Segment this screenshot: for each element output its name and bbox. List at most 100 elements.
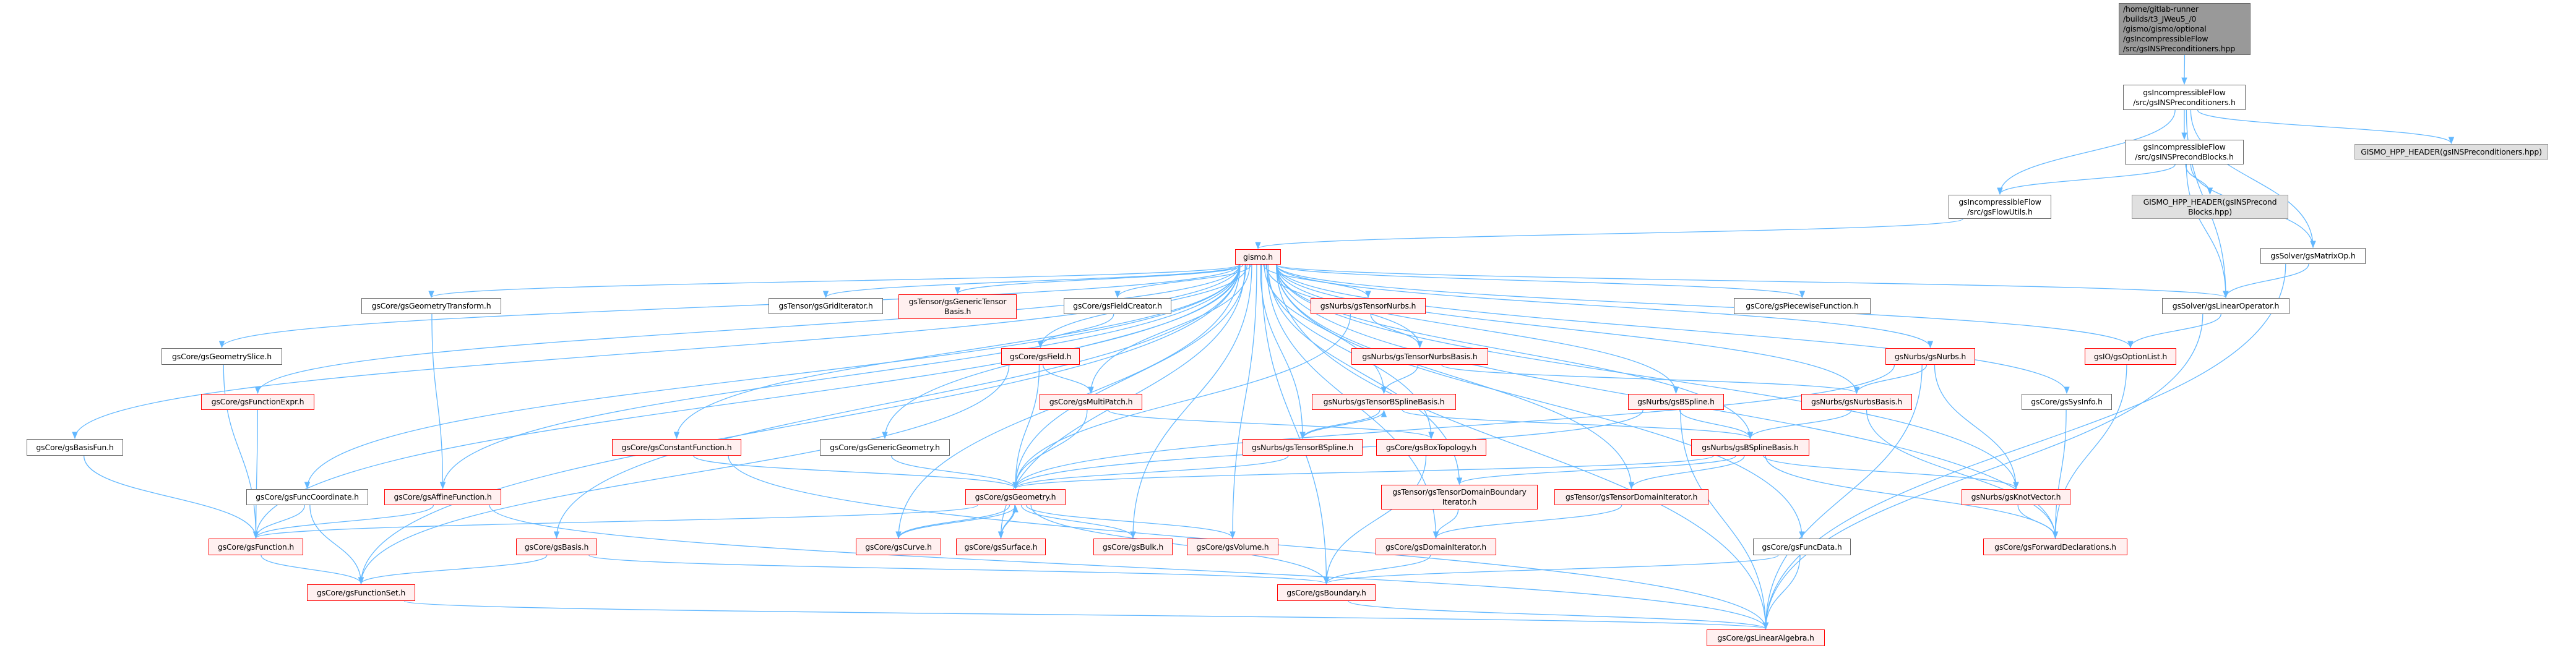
edge-matrixop-to-linop xyxy=(2223,263,2309,299)
node-knotvector[interactable]: gsNurbs/gsKnotVector.h xyxy=(1962,489,2070,505)
edge-gismo-to-tbspline xyxy=(1259,264,1306,440)
edge-geometry-to-curve xyxy=(895,505,1010,539)
node-bsplinebasis[interactable]: gsNurbs/gsBSplineBasis.h xyxy=(1691,439,1809,456)
node-volume[interactable]: gsCore/gsVolume.h xyxy=(1187,539,1278,555)
edge-gismo-to-geomtransform xyxy=(428,264,1241,299)
edge-gismo-to-funcset xyxy=(358,264,1241,585)
node-tdbiter[interactable]: gsTensor/gsTensorDomainBoundary Iterator… xyxy=(1381,485,1538,509)
edge-multipatch-to-geometry xyxy=(1012,409,1088,490)
edge-curve-to-geometry xyxy=(898,505,1019,539)
edge-gismo-to-multipatch xyxy=(1088,264,1251,394)
edge-field-to-geometry xyxy=(1012,364,1040,490)
node-boundary[interactable]: gsCore/gsBoundary.h xyxy=(1277,584,1376,601)
node-field[interactable]: gsCore/gsField.h xyxy=(1001,348,1080,365)
node-tensornurbsbasis[interactable]: gsNurbs/gsTensorNurbsBasis.h xyxy=(1351,348,1488,365)
node-nurbs[interactable]: gsNurbs/gsNurbs.h xyxy=(1885,348,1975,365)
edge-multipatch-to-boxtopo xyxy=(1107,409,1434,440)
node-geometry[interactable]: gsCore/gsGeometry.h xyxy=(965,489,1066,505)
edge-gismo-to-bspline xyxy=(1275,264,1679,394)
edge-nurbs-to-nurbsbasis xyxy=(1853,364,1928,394)
edge-field-to-multipatch xyxy=(1042,364,1094,394)
edge-geometry-to-bulk xyxy=(1020,505,1136,539)
edge-tensornurbs-to-geometry xyxy=(1012,313,1351,490)
edge-geomtransform-to-affine xyxy=(431,313,446,490)
edge-bsplinebasis-to-knotvector xyxy=(1763,455,2019,490)
node-genericgeom[interactable]: gsCore/gsGenericGeometry.h xyxy=(820,439,950,456)
edge-genericgeom-to-geometry xyxy=(890,455,1019,490)
node-optionlist[interactable]: gsIO/gsOptionList.h xyxy=(2085,348,2176,365)
node-boxtopo[interactable]: gsCore/gsBoxTopology.h xyxy=(1376,439,1486,456)
edge-bsplinebasis-to-geometry xyxy=(1012,455,1714,490)
edge-insblocks-to-linop xyxy=(2186,164,2229,299)
node-geomtransform[interactable]: gsCore/gsGeometryTransform.h xyxy=(361,298,501,314)
node-fieldcreator[interactable]: gsCore/gsFieldCreator.h xyxy=(1064,298,1171,314)
node-flowutils[interactable]: gsIncompressibleFlow /src/gsFlowUtils.h xyxy=(1949,195,2051,219)
edge-linop-to-linalg xyxy=(1762,313,2203,630)
edge-nurbs-to-geometry xyxy=(1012,364,1895,490)
node-fwddecl[interactable]: gsCore/gsForwardDeclarations.h xyxy=(1983,539,2127,555)
edge-gismo-to-sysinfo xyxy=(1275,264,2070,394)
node-multipatch[interactable]: gsCore/gsMultiPatch.h xyxy=(1040,394,1142,410)
node-funcexpr[interactable]: gsCore/gsFunctionExpr.h xyxy=(201,394,314,410)
node-insblocks[interactable]: gsIncompressibleFlow /src/gsINSPrecondBl… xyxy=(2125,140,2244,164)
node-linop[interactable]: gsSolver/gsLinearOperator.h xyxy=(2162,298,2290,314)
edge-geometry-to-function xyxy=(253,505,978,539)
node-hpp_blocks[interactable]: GISMO_HPP_HEADER(gsINSPrecond Blocks.hpp… xyxy=(2132,195,2288,219)
edge-funcdata-to-linalg xyxy=(1762,555,1801,630)
edge-gismo-to-tbsplinebasis xyxy=(1264,264,1387,394)
edge-gismo-to-piecewise xyxy=(1275,264,1805,299)
edge-function-to-funcset xyxy=(261,555,364,585)
node-surface[interactable]: gsCore/gsSurface.h xyxy=(956,539,1046,555)
edge-gismo-to-geomslice xyxy=(219,264,1241,349)
edge-constfunc-to-geometry xyxy=(693,455,1019,490)
node-insprec[interactable]: gsIncompressibleFlow /src/gsINSPrecondit… xyxy=(2123,85,2246,110)
edge-gismo-to-function xyxy=(252,264,1241,539)
edge-gismo-to-nurbsbasis xyxy=(1275,264,1860,394)
edge-gismo-to-griditer xyxy=(823,264,1241,299)
node-funccoord[interactable]: gsCore/gsFuncCoordinate.h xyxy=(246,489,368,505)
node-hpp_prec[interactable]: GISMO_HPP_HEADER(gsINSPreconditioners.hp… xyxy=(2354,144,2548,160)
node-funcset[interactable]: gsCore/gsFunctionSet.h xyxy=(307,584,415,601)
node-tbspline[interactable]: gsNurbs/gsTensorBSpline.h xyxy=(1243,439,1363,456)
edge-insprec-to-flowutils xyxy=(1997,109,2176,195)
edge-funcset-to-linalg xyxy=(403,600,1768,630)
node-tbsplinebasis[interactable]: gsNurbs/gsTensorBSplineBasis.h xyxy=(1312,394,1456,410)
edge-insprec-to-matrixop xyxy=(2190,109,2316,249)
edge-tdbiter-to-domainiter xyxy=(1432,509,1459,539)
node-linalg[interactable]: gsCore/gsLinearAlgebra.h xyxy=(1707,629,1825,646)
node-bspline[interactable]: gsNurbs/gsBSpline.h xyxy=(1628,394,1724,410)
node-curve[interactable]: gsCore/gsCurve.h xyxy=(856,539,941,555)
node-geomslice[interactable]: gsCore/gsGeometrySlice.h xyxy=(162,348,282,365)
node-sysinfo[interactable]: gsCore/gsSysInfo.h xyxy=(2022,394,2112,410)
edge-boundary-to-linalg xyxy=(1348,600,1768,630)
edge-gismo-to-funcdata xyxy=(1275,264,1805,539)
edge-nurbs-to-knotvector xyxy=(1934,364,2019,490)
node-basis[interactable]: gsCore/gsBasis.h xyxy=(516,539,597,555)
node-piecewise[interactable]: gsCore/gsPiecewiseFunction.h xyxy=(1734,298,1871,314)
node-bulk[interactable]: gsCore/gsBulk.h xyxy=(1093,539,1173,555)
edge-domainiter-to-boundary xyxy=(1323,555,1431,585)
edge-tbspline-to-tbsplinebasis xyxy=(1302,409,1387,440)
node-function[interactable]: gsCore/gsFunction.h xyxy=(209,539,303,555)
node-nurbsbasis[interactable]: gsNurbs/gsNurbsBasis.h xyxy=(1801,394,1912,410)
node-gismo[interactable]: gismo.h xyxy=(1235,249,1281,265)
edge-funcdata-to-boundary xyxy=(1324,555,1779,585)
node-tensornurbs[interactable]: gsNurbs/gsTensorNurbs.h xyxy=(1311,298,1426,314)
node-gentensorbasis[interactable]: gsTensor/gsGenericTensor Basis.h xyxy=(898,294,1017,319)
node-root[interactable]: /home/gitlab-runner /builds/t3_JWeu5_/0 … xyxy=(2119,3,2251,55)
node-constfunc[interactable]: gsCore/gsConstantFunction.h xyxy=(612,439,741,456)
node-matrixop[interactable]: gsSolver/gsMatrixOp.h xyxy=(2260,248,2366,264)
edge-optionlist-to-fwddecl xyxy=(2052,364,2127,539)
node-griditer[interactable]: gsTensor/gsGridIterator.h xyxy=(769,298,883,314)
node-affine[interactable]: gsCore/gsAffineFunction.h xyxy=(384,489,501,505)
node-domainiter[interactable]: gsCore/gsDomainIterator.h xyxy=(1376,539,1496,555)
node-basisfun[interactable]: gsCore/gsBasisFun.h xyxy=(27,439,123,456)
node-funcdata[interactable]: gsCore/gsFuncData.h xyxy=(1753,539,1851,555)
node-tditer[interactable]: gsTensor/gsTensorDomainIterator.h xyxy=(1554,489,1708,505)
edge-surface-to-geometry xyxy=(1000,505,1019,539)
edge-matrixop-to-linalg xyxy=(1762,263,2286,630)
edge-funcexpr-to-function xyxy=(252,409,259,539)
edge-affine-to-linalg xyxy=(489,505,1768,630)
edge-funccoord-to-funcset xyxy=(309,505,364,585)
edge-gismo-to-tditer xyxy=(1275,264,1635,490)
